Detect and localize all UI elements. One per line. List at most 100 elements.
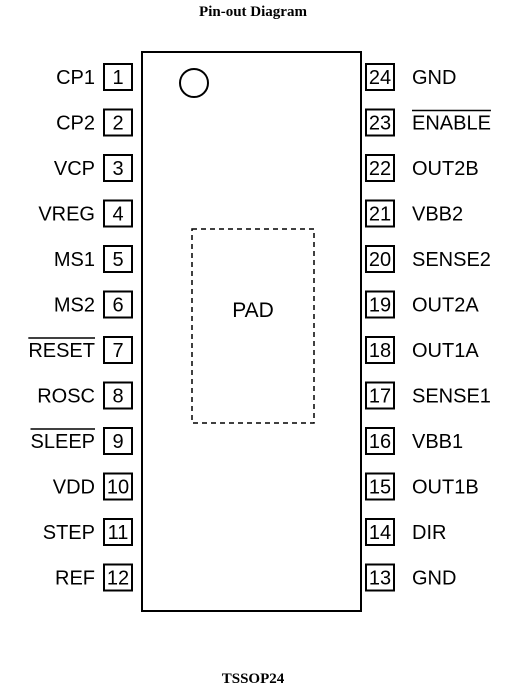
pin-number: 20 xyxy=(369,249,391,271)
pin-2: 2 CP2 xyxy=(56,108,133,137)
pin-5: 5 MS1 xyxy=(54,245,133,273)
pin-label: VCP xyxy=(54,158,95,180)
pin-11: 11 STEP xyxy=(43,518,133,546)
pin-number: 5 xyxy=(112,249,123,271)
pin-number-box xyxy=(365,154,395,182)
pin-label: REF xyxy=(55,568,95,590)
pin-label: MS1 xyxy=(54,249,95,271)
diagram-title: Pin-out Diagram xyxy=(199,4,307,20)
pin-label: CP2 xyxy=(56,113,95,135)
pin-number-box xyxy=(365,427,395,455)
pin-number-box xyxy=(103,381,133,410)
pin-24: 24 GND xyxy=(365,63,456,91)
pin-number-box xyxy=(365,63,395,91)
pin-number-box xyxy=(365,199,395,228)
pin-22: 22 OUT2B xyxy=(365,154,479,182)
pin-label: SENSE2 xyxy=(412,249,491,271)
pin-number: 6 xyxy=(112,295,123,317)
pin-number: 14 xyxy=(369,522,391,544)
pin-6: 6 MS2 xyxy=(54,290,133,319)
pin-12: 12 REF xyxy=(55,563,133,592)
pin-17: 17 SENSE1 xyxy=(365,381,491,410)
pin-number-box xyxy=(103,336,133,364)
pin1-marker-circle xyxy=(179,68,209,98)
pin-number-box xyxy=(365,108,395,137)
pin-number-box xyxy=(365,381,395,410)
pin-label: ROSC xyxy=(37,386,95,408)
pin-number: 15 xyxy=(369,477,391,499)
pin-number: 3 xyxy=(112,158,123,180)
pin-number: 18 xyxy=(369,340,391,362)
pin-number: 10 xyxy=(107,477,129,499)
pin-18: 18 OUT1A xyxy=(365,336,479,364)
pin-10: 10 VDD xyxy=(53,472,133,501)
pin-number: 13 xyxy=(369,568,391,590)
pin-number: 7 xyxy=(112,340,123,362)
pin-label: GND xyxy=(412,568,456,590)
pin-3: 3 VCP xyxy=(54,154,133,182)
pin-number: 2 xyxy=(112,113,123,135)
pin-21: 21 VBB2 xyxy=(365,199,463,228)
pin-number-box xyxy=(365,336,395,364)
pin-number: 19 xyxy=(369,295,391,317)
pin-7: 7 RESET xyxy=(28,336,133,364)
pin-number: 17 xyxy=(369,386,391,408)
pin-label: OUT2B xyxy=(412,158,479,180)
pin-label: SENSE1 xyxy=(412,386,491,408)
pad-label: PAD xyxy=(232,299,274,322)
pin-number: 22 xyxy=(369,158,391,180)
pin-14: 14 DIR xyxy=(365,518,446,546)
pin-number: 8 xyxy=(112,386,123,408)
pin-number-box xyxy=(365,563,395,592)
pin-number-box xyxy=(103,563,133,592)
pin-15: 15 OUT1B xyxy=(365,472,479,501)
pin-number-box xyxy=(103,63,133,91)
pin-number-box xyxy=(103,290,133,319)
pin-label: ENABLE xyxy=(412,113,491,135)
pin-number-box xyxy=(365,472,395,501)
pin-label: MS2 xyxy=(54,295,95,317)
pin-number-box xyxy=(103,427,133,455)
exposed-pad xyxy=(191,228,315,424)
pin-label: VBB2 xyxy=(412,204,463,226)
pin-label: VDD xyxy=(53,477,95,499)
pin-number-box xyxy=(103,245,133,273)
pin-number: 23 xyxy=(369,113,391,135)
pin-label: SLEEP xyxy=(31,431,95,453)
pin-label: CP1 xyxy=(56,67,95,89)
pin-number-box xyxy=(103,154,133,182)
pin-19: 19 OUT2A xyxy=(365,290,479,319)
pin-20: 20 SENSE2 xyxy=(365,245,491,273)
pin-number: 9 xyxy=(112,431,123,453)
pin-label: VREG xyxy=(38,204,95,226)
pin-13: 13 GND xyxy=(365,563,456,592)
pin-number-box xyxy=(365,290,395,319)
pin-label: OUT2A xyxy=(412,295,479,317)
pin-number: 21 xyxy=(369,204,391,226)
pin-label: RESET xyxy=(28,340,95,362)
pin-number: 11 xyxy=(108,522,129,544)
pin-label: OUT1A xyxy=(412,340,479,362)
pin-label: GND xyxy=(412,67,456,89)
pin-9: 9 SLEEP xyxy=(30,427,133,455)
package-label: TSSOP24 xyxy=(222,671,285,687)
pin-label: STEP xyxy=(43,522,95,544)
pin-number-box xyxy=(103,199,133,228)
pin-number: 24 xyxy=(369,67,391,89)
pin-number: 12 xyxy=(107,568,129,590)
pin-label: DIR xyxy=(412,522,446,544)
pin-number: 1 xyxy=(112,67,123,89)
pin-number-box xyxy=(103,108,133,137)
pin-label: OUT1B xyxy=(412,477,479,499)
pin-8: 8 ROSC xyxy=(37,381,133,410)
pin-number: 16 xyxy=(369,431,391,453)
chip-body xyxy=(141,51,362,612)
pin-number-box xyxy=(103,472,133,501)
pin-number-box xyxy=(103,518,133,546)
pin-number-box xyxy=(365,245,395,273)
